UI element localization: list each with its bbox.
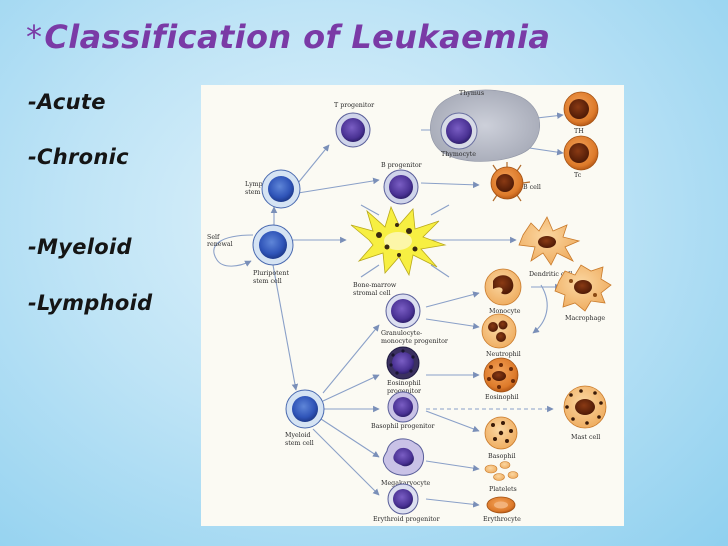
hematopoiesis-diagram: Thymus Thymocyte T progenitor TH Tc B pr… [201, 85, 624, 526]
label-megakaryocyte: Megakaryocyte [381, 480, 431, 487]
label-pluripotent-1: Pluripotent [253, 270, 289, 277]
bullet-myeloid: -Myeloid [28, 235, 132, 259]
label-eos-prog-1: Eosinophil [387, 380, 421, 387]
cell-eosinophil-progenitor: Eosinophil progenitor [386, 346, 422, 395]
cell-eosinophil: Eosinophil [483, 357, 519, 401]
bullet-chronic: -Chronic [28, 145, 129, 169]
arrow-curve-macrophage [532, 284, 548, 334]
title-bullet: * [26, 18, 43, 56]
cell-dendritic: Dendritic cell [518, 216, 581, 278]
arrow-to-monocyte [425, 291, 480, 308]
cell-b-progenitor: B progenitor [381, 162, 423, 205]
arrow-myeloid-to-eos [322, 374, 380, 402]
label-erythroid-progenitor: Erythroid progenitor [373, 516, 441, 523]
arrow-to-platelets [425, 460, 480, 472]
label-lymphoid-1: Lymphoid [245, 181, 277, 188]
label-lymphoid-2: stem cell [245, 189, 274, 196]
label-eos-prog-2: progenitor [387, 388, 422, 395]
label-self-1: Self [207, 234, 220, 241]
arrow-lymphoid-to-b [297, 177, 380, 194]
label-myeloid-2: stem cell [285, 440, 314, 447]
title-text: Classification of Leukaemia [44, 18, 551, 56]
arrow-pluripotent-to-myeloid [272, 264, 299, 391]
cell-mast: Mast cell [563, 385, 607, 441]
label-neutrophil: Neutrophil [486, 351, 521, 358]
cell-megakaryocyte: Megakaryocyte [381, 438, 431, 487]
label-self-2: renewal [207, 241, 233, 248]
label-platelets: Platelets [489, 486, 517, 493]
cell-pluripotent: Self renewal Pluripotent stem cell [207, 224, 294, 285]
label-mast-cell: Mast cell [571, 434, 600, 441]
cell-myeloid-stem: Myeloid stem cell [285, 389, 325, 447]
cell-b-cell: B cell [490, 162, 541, 202]
cell-t-progenitor: T progenitor [334, 102, 375, 148]
cell-stromal: Bone-marrow stromal cell [350, 205, 447, 297]
thymus-region: Thymus Thymocyte [430, 89, 540, 162]
cell-neutrophil: Neutrophil [481, 313, 521, 358]
label-myeloid-1: Myeloid [285, 432, 311, 439]
stroma-arrow-b [430, 204, 450, 216]
cell-tc: Tc [563, 135, 599, 179]
cell-platelets: Platelets [484, 461, 519, 493]
cell-macrophage: Macrophage [554, 264, 612, 322]
arrow-myeloid-to-mega [320, 418, 380, 458]
label-monocyte: Monocyte [489, 308, 521, 315]
label-baso-prog: Basophil progenitor [371, 423, 435, 430]
arrow-lymphoid-to-t [297, 144, 330, 184]
cell-erythrocyte: Erythrocyte [483, 496, 521, 523]
label-eosinophil: Eosinophil [485, 394, 519, 401]
arrow-myeloid-to-ery [312, 428, 380, 496]
bullet-acute: -Acute [28, 90, 106, 114]
hematopoiesis-svg: Thymus Thymocyte T progenitor TH Tc B pr… [207, 89, 612, 523]
cell-erythroid-progenitor: Erythroid progenitor [373, 483, 441, 523]
label-dendritic: Dendritic cell [529, 271, 572, 278]
label-basophil: Basophil [488, 453, 516, 460]
label-b-progenitor: B progenitor [381, 162, 423, 169]
label-b-cell: B cell [523, 184, 541, 191]
cell-basophil-progenitor: Basophil progenitor [371, 391, 435, 430]
arrow-to-neutrophil [425, 318, 480, 330]
arrow-to-b-cell [420, 181, 480, 189]
cell-lymphoid-stem: Lymphoid stem cell [245, 169, 301, 209]
label-thymus: Thymus [459, 90, 484, 97]
cell-gm-progenitor: Granulocyte- monocyte progenitor [381, 293, 449, 345]
label-thymocyte: Thymocyte [441, 151, 476, 158]
label-th: TH [574, 128, 584, 135]
cell-basophil: Basophil [484, 416, 518, 460]
self-renewal-loop [213, 234, 254, 267]
label-t-progenitor: T progenitor [334, 102, 375, 109]
stroma-arrow-a [360, 204, 380, 216]
label-gm-2: monocyte progenitor [381, 338, 449, 345]
bullet-lymphoid: -Lymphoid [28, 291, 153, 315]
arrow-to-erythrocyte [425, 498, 480, 508]
label-pluripotent-2: stem cell [253, 278, 282, 285]
arrow-to-basophil [425, 410, 480, 432]
label-gm-1: Granulocyte- [381, 330, 422, 337]
cell-monocyte: Monocyte [484, 268, 522, 315]
slide-title: *Classification of Leukaemia [26, 18, 550, 56]
label-stromal-2: stromal cell [353, 290, 391, 297]
stroma-arrow-d [430, 264, 450, 278]
label-stromal-1: Bone-marrow [353, 282, 397, 289]
stroma-arrow-c [360, 264, 380, 278]
cell-th: TH [563, 91, 599, 135]
label-erythrocyte: Erythrocyte [483, 516, 521, 523]
arrow-myeloid-to-gm [322, 324, 380, 394]
label-tc: Tc [574, 172, 582, 179]
label-macrophage: Macrophage [565, 315, 605, 322]
